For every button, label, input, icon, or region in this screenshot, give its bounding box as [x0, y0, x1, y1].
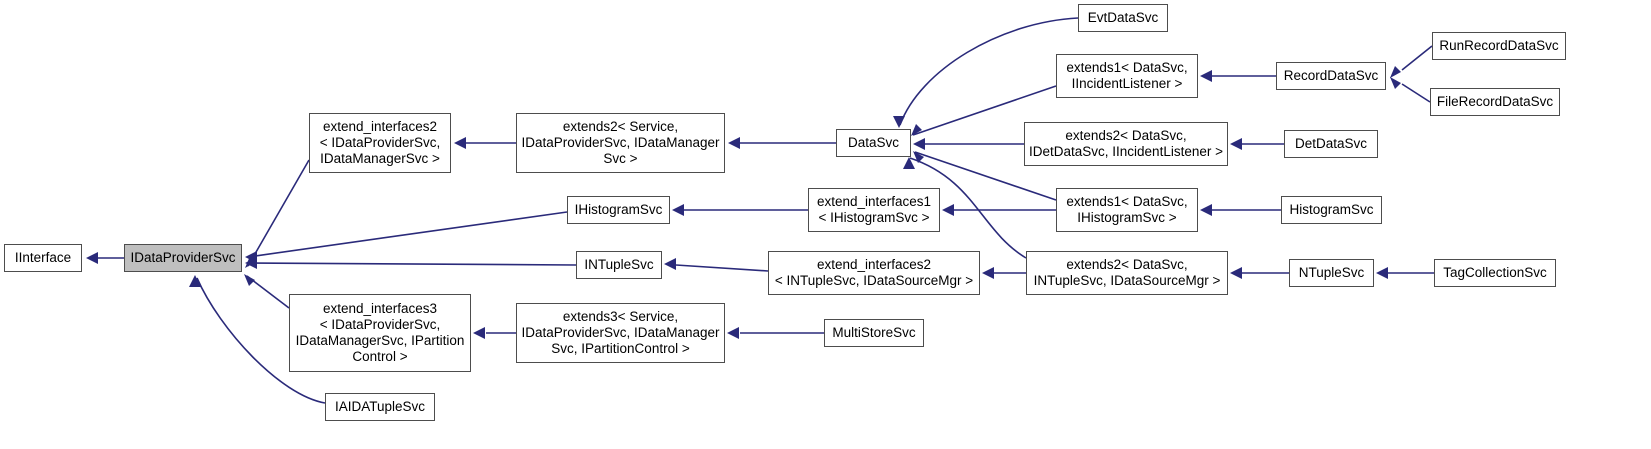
class-node-extend_interfaces2b[interactable]: extend_interfaces2 < INTupleSvc, IDataSo… [768, 251, 980, 295]
class-node-label: DetDataSvc [1294, 136, 1368, 151]
inheritance-arrowhead [1230, 138, 1242, 150]
class-node-filerecorddatasvc[interactable]: FileRecordDataSvc [1430, 88, 1560, 116]
inheritance-arrowhead [1230, 267, 1242, 279]
class-node-label: TagCollectionSvc [1443, 265, 1547, 280]
inheritance-arrowhead [664, 258, 676, 270]
inheritance-arrowhead [454, 137, 466, 149]
inheritance-arrowhead [1390, 66, 1401, 78]
inheritance-arrowhead [727, 327, 739, 339]
inheritance-arrowhead [473, 327, 485, 339]
class-node-label: extends2< Service, IDataProviderSvc, IDa… [521, 119, 720, 166]
class-node-tagcollectionsvc[interactable]: TagCollectionSvc [1434, 259, 1556, 287]
class-node-label: extends2< DataSvc, INTupleSvc, IDataSour… [1033, 257, 1221, 288]
class-node-label: HistogramSvc [1289, 202, 1374, 217]
inheritance-edge [247, 211, 568, 258]
inheritance-arrowhead [189, 275, 201, 287]
inheritance-arrowhead [245, 256, 256, 268]
inheritance-edge [247, 159, 310, 267]
inheritance-arrowhead [86, 252, 98, 264]
class-node-ntuplesvc[interactable]: NTupleSvc [1289, 259, 1374, 287]
class-node-recorddatasvc[interactable]: RecordDataSvc [1276, 62, 1386, 90]
inheritance-edge [247, 262, 577, 266]
class-node-label: extend_interfaces3 < IDataProviderSvc, I… [295, 301, 465, 364]
class-node-label: extend_interfaces2 < IDataProviderSvc, I… [319, 119, 441, 166]
class-node-extend_interfaces2a[interactable]: extend_interfaces2 < IDataProviderSvc, I… [309, 113, 451, 173]
inheritance-edge [1401, 83, 1431, 103]
class-node-label: extends2< DataSvc, IDetDataSvc, IInciden… [1029, 128, 1223, 159]
class-node-label: EvtDataSvc [1087, 10, 1159, 25]
inheritance-arrowhead [1390, 77, 1401, 89]
inheritance-edge [1401, 45, 1433, 71]
class-node-extends3_service[interactable]: extends3< Service, IDataProviderSvc, IDa… [516, 303, 725, 363]
class-node-label: FileRecordDataSvc [1436, 94, 1554, 109]
inheritance-arrowhead [244, 274, 255, 286]
inheritance-edge [246, 275, 290, 309]
class-node-ihistogramsvc[interactable]: IHistogramSvc [567, 196, 670, 224]
inheritance-arrowhead [913, 138, 925, 150]
inheritance-arrowhead [903, 157, 915, 169]
inheritance-arrowhead [1200, 70, 1212, 82]
class-node-histogramsvc[interactable]: HistogramSvc [1281, 196, 1382, 224]
inheritance-arrowhead [728, 137, 740, 149]
inheritance-arrowhead [893, 116, 905, 128]
inheritance-arrowhead [942, 204, 954, 216]
class-node-extends2_det[interactable]: extends2< DataSvc, IDetDataSvc, IInciden… [1024, 122, 1228, 166]
class-node-iaidatuplesvc[interactable]: IAIDATupleSvc [325, 393, 435, 421]
class-node-idataprovidersvc[interactable]: IDataProviderSvc [124, 244, 242, 272]
class-node-label: extend_interfaces2 < INTupleSvc, IDataSo… [774, 257, 974, 288]
class-node-detdatasvc[interactable]: DetDataSvc [1284, 130, 1378, 158]
class-node-label: extends1< DataSvc, IHistogramSvc > [1066, 194, 1188, 225]
class-node-label: RunRecordDataSvc [1439, 38, 1559, 53]
class-node-evtdatasvc[interactable]: EvtDataSvc [1078, 4, 1168, 32]
class-node-intuplesvc[interactable]: INTupleSvc [576, 251, 662, 279]
class-node-label: NTupleSvc [1298, 265, 1365, 280]
class-node-extend_interfaces3[interactable]: extend_interfaces3 < IDataProviderSvc, I… [289, 294, 471, 372]
class-node-label: extends1< DataSvc, IIncidentListener > [1066, 60, 1188, 91]
inheritance-arrowhead [1376, 267, 1388, 279]
inheritance-arrowhead [1200, 204, 1212, 216]
class-node-extends1_incident[interactable]: extends1< DataSvc, IIncidentListener > [1056, 54, 1198, 98]
class-node-label: RecordDataSvc [1283, 68, 1379, 83]
class-node-datasvc[interactable]: DataSvc [836, 129, 911, 157]
inheritance-arrowhead [982, 267, 994, 279]
inheritance-edge [899, 17, 1079, 126]
inheritance-arrowhead [672, 204, 684, 216]
class-node-label: INTupleSvc [584, 257, 654, 272]
class-node-extends1_histogram[interactable]: extends1< DataSvc, IHistogramSvc > [1056, 188, 1198, 232]
inheritance-arrowhead [245, 257, 257, 269]
class-node-label: IInterface [14, 250, 72, 265]
class-node-extend_interfaces1[interactable]: extend_interfaces1 < IHistogramSvc > [808, 188, 940, 232]
inheritance-arrowhead [913, 151, 924, 163]
inheritance-arrowhead [245, 251, 257, 263]
class-node-multistoresvc[interactable]: MultiStoreSvc [824, 319, 924, 347]
class-node-label: DataSvc [847, 135, 900, 150]
class-node-label: IDataProviderSvc [130, 250, 236, 265]
class-node-extends2_service[interactable]: extends2< Service, IDataProviderSvc, IDa… [516, 113, 725, 173]
class-node-label: IAIDATupleSvc [334, 399, 426, 414]
class-node-label: MultiStoreSvc [832, 325, 916, 340]
inheritance-edge [675, 264, 769, 272]
class-node-label: extend_interfaces1 < IHistogramSvc > [816, 194, 932, 225]
class-node-runrecorddatasvc[interactable]: RunRecordDataSvc [1432, 32, 1566, 60]
class-node-extends2_ntuple[interactable]: extends2< DataSvc, INTupleSvc, IDataSour… [1026, 251, 1228, 295]
class-node-iinterface[interactable]: IInterface [4, 244, 82, 272]
class-node-label: extends3< Service, IDataProviderSvc, IDa… [521, 309, 720, 356]
class-node-label: IHistogramSvc [574, 202, 663, 217]
inheritance-arrowhead [911, 124, 922, 136]
